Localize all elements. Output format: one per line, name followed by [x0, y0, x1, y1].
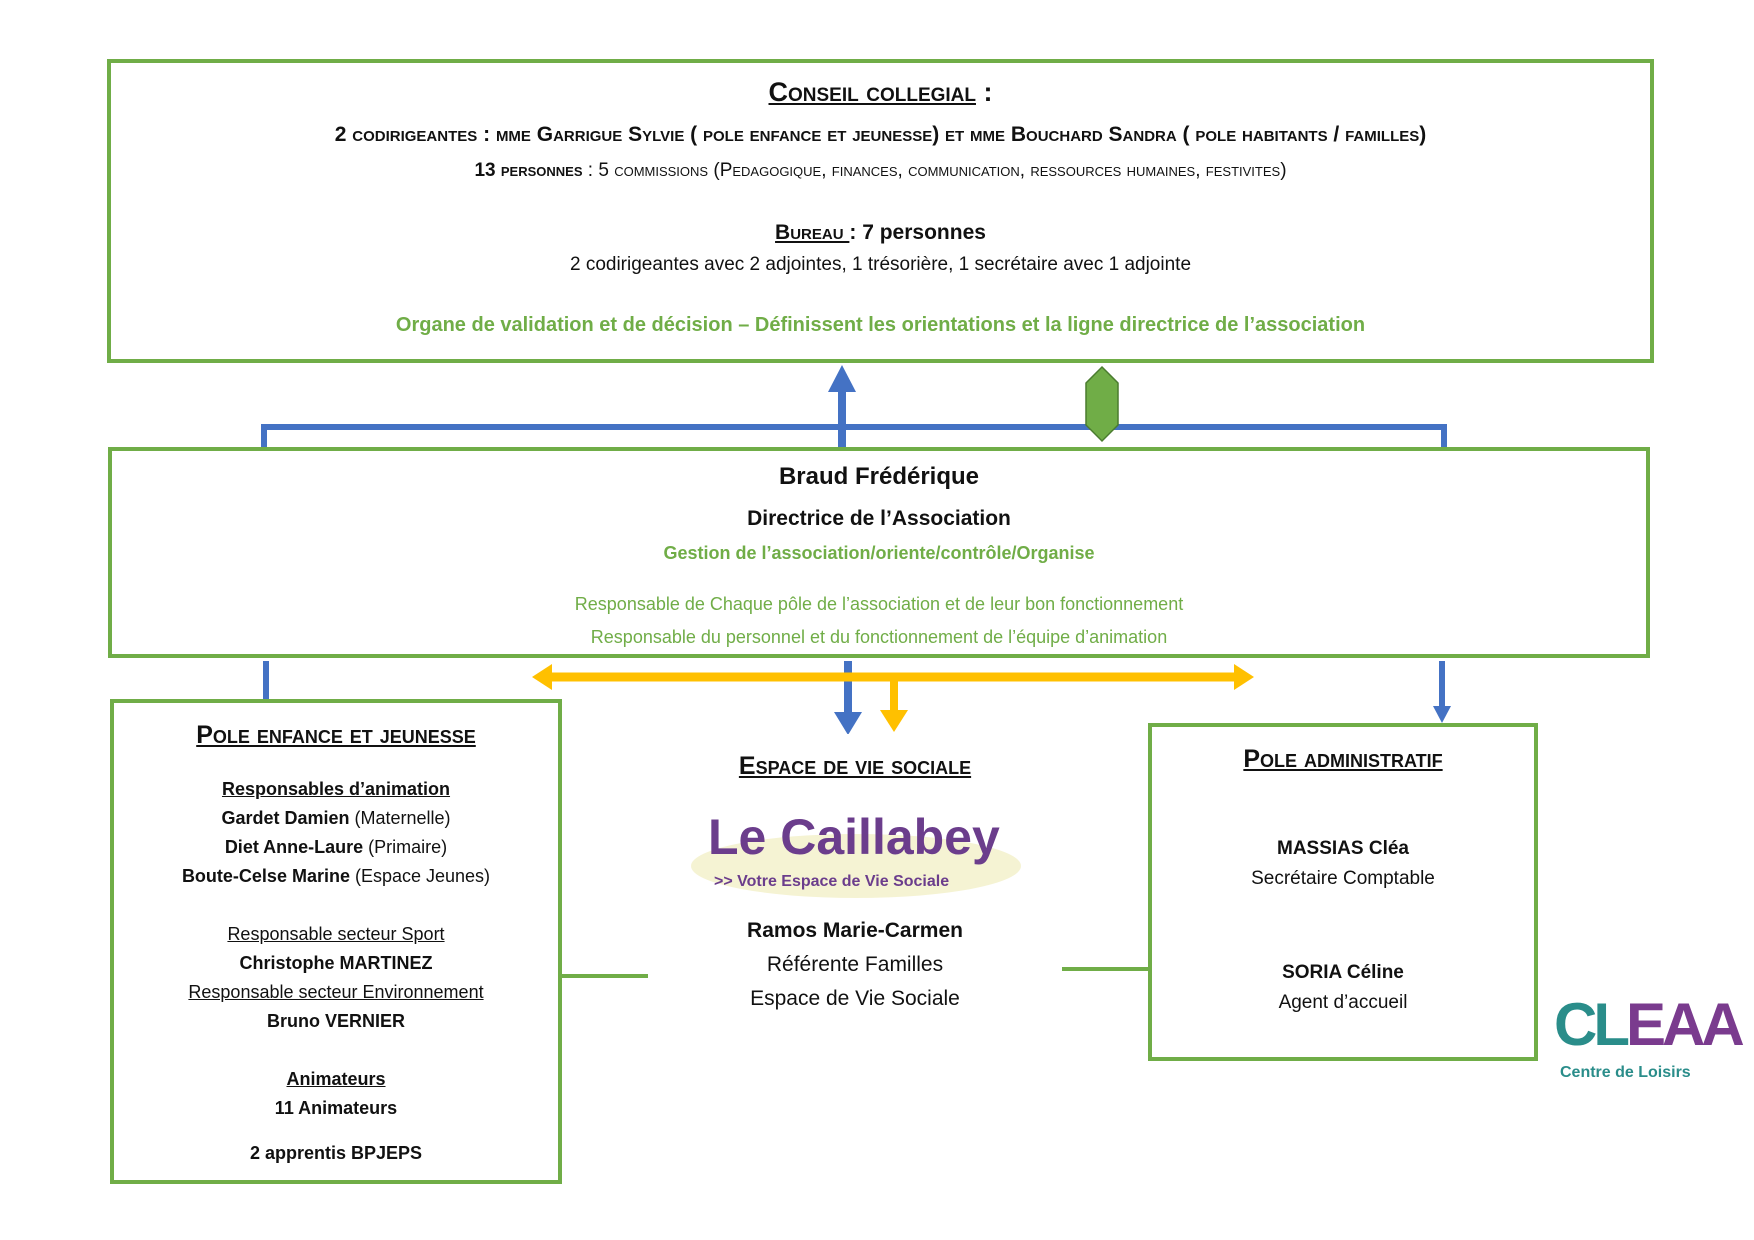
directrice-resp-2: Responsable du personnel et du fonctionn…	[590, 627, 1168, 647]
anim-person-2: Diet Anne-Laure (Primaire)	[114, 837, 558, 858]
anim-person-2-name: Diet Anne-Laure	[224, 837, 364, 857]
bureau-detail: 2 codirigeantes avec 2 adjointes, 1 trés…	[569, 254, 1192, 275]
green-double-arrow	[1085, 365, 1119, 443]
personnes-detail: : 5 commissions (Pedagogique, finances, …	[582, 160, 1287, 181]
env-name: Bruno VERNIER	[266, 1011, 405, 1031]
personnes-label: personnes	[495, 160, 583, 181]
blue-arrow-up-head	[828, 365, 856, 392]
conseil-title-suffix: :	[976, 77, 993, 107]
bureau-label: Bureau	[775, 221, 850, 244]
directrice-name: Braud Frédérique	[778, 463, 980, 490]
blue-connector-top	[261, 424, 1447, 449]
directrice-mission: Gestion de l’association/oriente/contrôl…	[663, 543, 1095, 563]
directrice-box: Braud Frédérique Directrice de l’Associa…	[108, 447, 1650, 658]
env-header: Responsable secteur Environnement	[188, 982, 484, 1002]
evs-role-2: Espace de Vie Sociale	[750, 987, 960, 1010]
animateurs-value: 11 Animateurs	[274, 1098, 398, 1118]
directrice-resp-1: Responsable de Chaque pôle de l’associat…	[574, 594, 1184, 614]
anim-person-3-name: Boute-Celse Marine	[181, 866, 350, 886]
personnes-count: 13	[474, 160, 496, 181]
codirigeantes-label: codirigeantes :	[346, 123, 496, 146]
bureau-line: Bureau : 7 personnes	[111, 221, 1650, 245]
cleaa-logo-part-1: CL	[1554, 991, 1630, 1058]
pole-enfance-title: Pole enfance et jeunesse	[196, 721, 476, 749]
directrice-role: Directrice de l’Association	[747, 507, 1011, 530]
blue-arrow-admin-head	[1433, 706, 1451, 723]
conseil-collegial-box: Conseil collegial : 2 codirigeantes : mm…	[107, 59, 1654, 363]
cleaa-logo-part-2: EAA	[1625, 991, 1745, 1058]
yellow-arrow-down-head	[880, 710, 908, 732]
pole-administratif-box: Pole administratif MASSIAS Cléa Secrétai…	[1148, 723, 1538, 1061]
anim-person-1-name: Gardet Damien	[221, 808, 350, 828]
codirigeantes-count: 2	[334, 123, 347, 146]
anim-person-1: Gardet Damien (Maternelle)	[114, 808, 558, 829]
caillabey-logo-main: Le Caillabey	[708, 809, 1000, 865]
anim-person-3: Boute-Celse Marine (Espace Jeunes)	[114, 866, 558, 887]
anim-person-1-role: (Maternelle)	[349, 808, 451, 828]
admin-person-2-role: Agent d’accueil	[1278, 992, 1408, 1013]
blue-arrow-evs-head	[834, 712, 862, 735]
codirigeantes-line: 2 codirigeantes : mme Garrigue Sylvie ( …	[111, 123, 1650, 147]
anim-person-3-role: (Espace Jeunes)	[349, 866, 491, 886]
codirigeantes-names: mme Garrigue Sylvie ( pole enfance et je…	[495, 123, 1427, 146]
pole-enfance-box: Pole enfance et jeunesse Responsables d’…	[110, 699, 562, 1184]
conseil-title-line: Conseil collegial :	[111, 77, 1650, 108]
bureau-value: : 7 personnes	[849, 221, 986, 244]
evs-name: Ramos Marie-Carmen	[747, 919, 963, 942]
anim-header: Responsables d’animation	[221, 779, 451, 799]
sport-header: Responsable secteur Sport	[227, 924, 445, 944]
evs-title: Espace de vie sociale	[738, 752, 972, 780]
sport-name: Christophe MARTINEZ	[239, 953, 433, 973]
cleaa-logo-word: CLEAA	[1554, 990, 1745, 1060]
cleaa-logo: CLEAA Centre de Loisirs	[1554, 990, 1745, 1100]
espace-vie-sociale-box: Espace de vie sociale Le Caillabey >> Vo…	[648, 734, 1062, 1162]
yellow-arrow-left-head	[532, 664, 552, 690]
yellow-arrow-right-head	[1234, 664, 1254, 690]
admin-person-1-name: MASSIAS Cléa	[1277, 838, 1409, 859]
cleaa-logo-sub: Centre de Loisirs	[1560, 1064, 1691, 1081]
anim-person-2-role: (Primaire)	[363, 837, 448, 857]
conseil-title: Conseil collegial	[768, 77, 977, 107]
evs-role-1: Référente Familles	[766, 953, 944, 976]
animateurs-header: Animateurs	[286, 1069, 386, 1089]
conseil-role: Organe de validation et de décision – Dé…	[395, 314, 1366, 336]
admin-person-2-name: SORIA Céline	[1282, 962, 1404, 983]
caillabey-logo: Le Caillabey >> Votre Espace de Vie Soci…	[691, 809, 1021, 898]
caillabey-logo-sub: >> Votre Espace de Vie Sociale	[714, 873, 949, 890]
pole-admin-title: Pole administratif	[1243, 745, 1443, 773]
apprentis: 2 apprentis BPJEPS	[249, 1143, 423, 1163]
personnes-line: 13 personnes : 5 commissions (Pedagogiqu…	[111, 160, 1650, 182]
admin-person-1-role: Secrétaire Comptable	[1251, 868, 1435, 889]
